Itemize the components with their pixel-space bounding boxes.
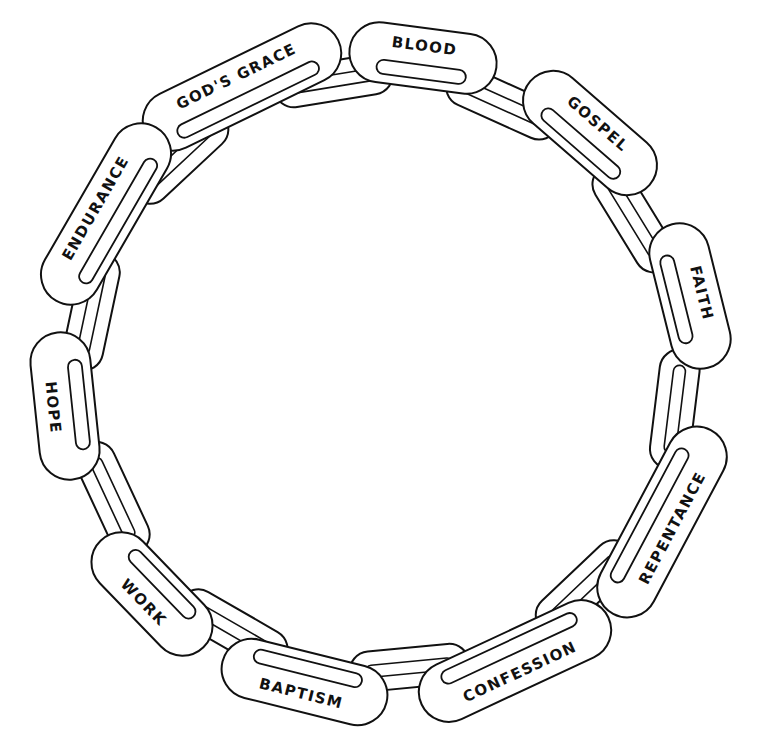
link-outline (345, 18, 500, 97)
link-outline (409, 590, 621, 731)
link-slot (375, 59, 466, 85)
link-outline (643, 217, 737, 375)
link-outline (215, 632, 393, 731)
link-shape (641, 216, 737, 377)
chain-link: BAPTISM (214, 631, 395, 733)
link-outline (30, 112, 182, 315)
link-shape (408, 589, 623, 733)
link-slot (67, 359, 90, 450)
link-outline (586, 416, 737, 628)
link-slot (89, 456, 137, 541)
chain-link: CONFESSION (408, 589, 623, 733)
link-outline (27, 330, 102, 483)
link-outline (79, 520, 225, 668)
chain-link: FAITH (641, 216, 737, 377)
link-shape (214, 631, 395, 733)
link-outline (510, 59, 669, 208)
